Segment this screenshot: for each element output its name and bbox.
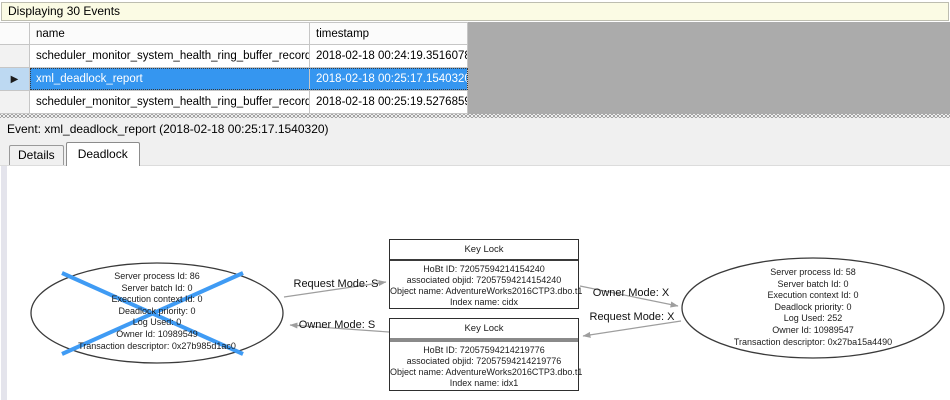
resource-detail: associated objid: 72057594214154240 <box>406 275 562 285</box>
resource-detail: associated objid: 72057594214219776 <box>406 356 562 366</box>
resource-node-top[interactable]: Key Lock HoBt ID: 72057594214154240 asso… <box>389 239 583 309</box>
selected-event-bar: Event: xml_deadlock_report (2018-02-18 0… <box>0 118 950 140</box>
grid-corner-cell[interactable] <box>0 22 30 45</box>
table-row[interactable]: scheduler_monitor_system_health_ring_buf… <box>0 45 468 68</box>
column-header-name[interactable]: name <box>30 22 310 45</box>
process-node-right[interactable] <box>681 257 945 359</box>
resource-title: Key Lock <box>390 319 578 342</box>
events-grid-band: name timestamp scheduler_monitor_system_… <box>0 22 950 114</box>
deadlock-graph-canvas <box>30 257 945 364</box>
event-timestamp-cell[interactable]: 2018-02-18 00:25:17.1540320 <box>310 68 468 91</box>
edge-request-x <box>582 320 682 338</box>
resource-node-bottom[interactable]: Key Lock HoBt ID: 72057594214219776 asso… <box>389 318 583 391</box>
column-header-timestamp[interactable]: timestamp <box>310 22 468 45</box>
events-count-bar: Displaying 30 Events <box>1 2 949 21</box>
pane-left-border <box>1 166 7 400</box>
event-timestamp-cell[interactable]: 2018-02-18 00:24:19.3516078 <box>310 45 468 68</box>
edge-owner-s <box>289 322 390 333</box>
resource-detail: HoBt ID: 72057594214154240 <box>423 264 545 274</box>
event-name-cell[interactable]: xml_deadlock_report <box>30 68 310 91</box>
table-row-selected[interactable]: ▶ xml_deadlock_report 2018-02-18 00:25:1… <box>0 68 468 91</box>
tab-details[interactable]: Details <box>9 145 64 165</box>
current-row-marker-icon: ▶ <box>10 74 19 85</box>
resource-detail: Index name: cidx <box>449 297 519 307</box>
detail-tabstrip: Details Deadlock <box>0 140 950 166</box>
tab-deadlock[interactable]: Deadlock <box>65 142 140 166</box>
event-name-cell[interactable]: scheduler_monitor_system_health_ring_buf… <box>30 45 310 68</box>
edge-owner-x <box>579 285 679 308</box>
resource-detail: HoBt ID: 72057594214219776 <box>423 345 545 355</box>
table-row[interactable]: scheduler_monitor_system_health_ring_buf… <box>0 91 468 114</box>
edge-request-s <box>283 280 387 298</box>
grid-header-row: name timestamp <box>0 22 468 45</box>
events-grid: name timestamp scheduler_monitor_system_… <box>0 22 468 114</box>
deadlock-graph-pane: Server process Id: 86 Server batch Id: 0… <box>0 165 950 400</box>
event-timestamp-cell[interactable]: 2018-02-18 00:25:19.5276859 <box>310 91 468 114</box>
selected-event-label: Event: xml_deadlock_report (2018-02-18 0… <box>7 122 329 136</box>
row-selector[interactable]: ▶ <box>0 68 30 91</box>
resource-detail: Index name: idx1 <box>449 378 519 388</box>
events-count-label: Displaying 30 Events <box>8 4 121 18</box>
victim-cross-line <box>61 271 244 356</box>
pane-splitter[interactable] <box>0 114 950 118</box>
resource-title: Key Lock <box>390 240 578 261</box>
resource-detail: Object name: AdventureWorks2016CTP3.dbo.… <box>390 286 583 296</box>
event-name-cell[interactable]: scheduler_monitor_system_health_ring_buf… <box>30 91 310 114</box>
row-selector[interactable] <box>0 91 30 114</box>
row-selector[interactable] <box>0 45 30 68</box>
resource-detail: Object name: AdventureWorks2016CTP3.dbo.… <box>390 367 583 377</box>
